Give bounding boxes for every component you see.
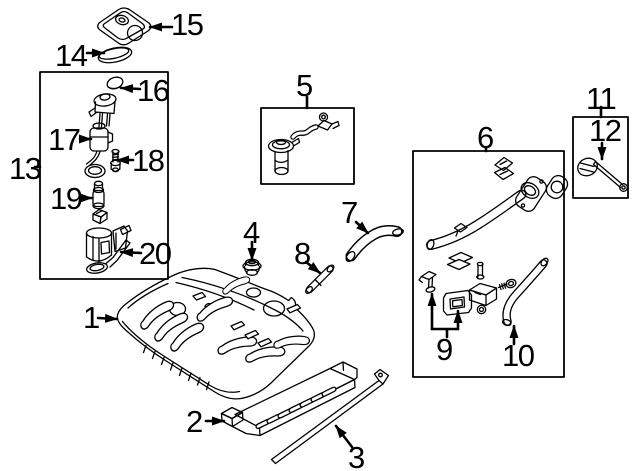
callout-18: 18 (132, 143, 165, 178)
strap-part-3 (270, 368, 390, 465)
pump-module-box-13 (39, 71, 169, 280)
callout-1: 1 (83, 300, 100, 335)
callout-arrows (33, 22, 607, 449)
callout-8: 8 (294, 236, 311, 271)
fuel-cap-part-12 (577, 157, 628, 192)
vent-hose-part-10 (501, 257, 549, 327)
callout-7: 7 (341, 195, 358, 230)
callout-3: 3 (348, 440, 365, 471)
callout-19: 19 (50, 181, 83, 216)
filter-part-17 (85, 122, 114, 167)
callout-13: 13 (9, 151, 42, 186)
fuel-tank-part-1 (116, 267, 316, 400)
seal-ring-part-14 (97, 46, 133, 64)
cap-part-16 (106, 76, 124, 90)
callout-9: 9 (436, 332, 453, 367)
callout-4: 4 (243, 215, 260, 250)
pump-flange (88, 93, 117, 128)
service-cover-part-15 (97, 7, 152, 46)
o-ring (84, 163, 106, 179)
callout-17: 17 (48, 122, 81, 157)
protector-part-2 (220, 361, 358, 437)
filler-neck-box-6 (412, 150, 565, 378)
callout-12: 12 (589, 113, 622, 148)
regulator-part-19 (92, 180, 105, 210)
group-boxes (39, 71, 629, 378)
callout-15: 15 (171, 7, 204, 42)
pump-module-parts (84, 76, 132, 274)
grommet-part-4 (242, 258, 262, 276)
reservoir-part-20 (85, 224, 132, 274)
vent-valve-parts-5 (267, 112, 340, 176)
callout-11: 11 (586, 81, 617, 116)
callout-6: 6 (477, 120, 494, 155)
callout-20: 20 (139, 236, 172, 271)
callout-14: 14 (55, 38, 88, 73)
callout-5: 5 (296, 68, 313, 103)
connector-block (92, 208, 108, 225)
callout-2: 2 (186, 404, 203, 439)
callout-10: 10 (502, 338, 535, 373)
callout-16: 16 (137, 73, 170, 108)
filler-neck-parts-6 (418, 156, 569, 327)
valve-clip-parts-9 (418, 261, 517, 316)
hose-part-7 (345, 225, 404, 263)
hose-part-8 (305, 264, 335, 294)
